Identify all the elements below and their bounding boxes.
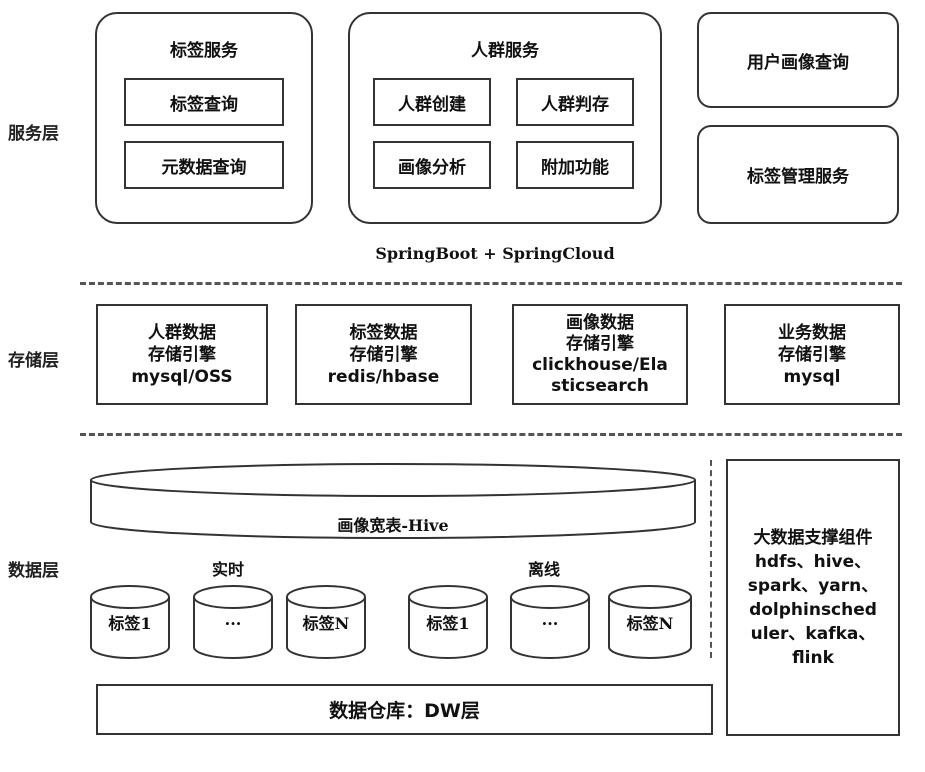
user-profile-query-box: 用户画像查询 — [697, 12, 899, 108]
tag-management-box: 标签管理服务 — [697, 125, 899, 224]
tag-storage-role: 存储引擎 — [349, 344, 418, 365]
crowd-storage-engine: 人群数据 存储引擎 mysql/OSS — [96, 304, 268, 405]
offline-tag-1-cylinder — [408, 585, 488, 659]
data-warehouse-box: 数据仓库：DW层 — [96, 684, 713, 735]
offline-tag-ellipsis-label: ... — [541, 610, 559, 629]
crowd-create-box: 人群创建 — [373, 78, 491, 126]
framework-label: SpringBoot + SpringCloud — [375, 244, 615, 263]
business-storage-tech: mysql — [783, 366, 841, 387]
tag-storage-name: 标签数据 — [349, 322, 418, 343]
support-divider — [710, 460, 712, 658]
business-storage-name: 业务数据 — [778, 322, 846, 343]
realtime-tag-1-cylinder — [90, 585, 170, 659]
profile-analysis-box: 画像分析 — [373, 141, 491, 189]
crowd-service-title: 人群服务 — [471, 41, 539, 61]
crowd-storage-tech: mysql/OSS — [131, 366, 233, 387]
tag-storage-engine: 标签数据 存储引擎 redis/hbase — [295, 304, 472, 405]
profile-storage-engine: 画像数据 存储引擎 clickhouse/Ela sticsearch — [512, 304, 688, 405]
bigdata-support-box: 大数据支撑组件 hdfs、hive、 spark、yarn、 dolphinsc… — [726, 459, 900, 736]
tag-storage-tech: redis/hbase — [327, 366, 440, 387]
realtime-tag-ellipsis-label: ... — [224, 610, 242, 629]
realtime-tag-n-cylinder — [286, 585, 366, 659]
realtime-tag-ellipsis-cylinder — [193, 585, 273, 659]
data-layer-label: 数据层 — [8, 561, 59, 581]
crowd-storage-name: 人群数据 — [148, 322, 216, 343]
storage-layer-label: 存储层 — [8, 351, 59, 371]
crowd-storage-role: 存储引擎 — [148, 344, 216, 365]
offline-tag-ellipsis-cylinder — [510, 585, 590, 659]
realtime-label: 实时 — [212, 560, 245, 579]
offline-tag-1-label: 标签1 — [426, 614, 470, 633]
wide-table-label: 画像宽表-Hive — [337, 516, 449, 535]
profile-storage-tech-cont: sticsearch — [551, 375, 649, 396]
service-layer-label: 服务层 — [8, 124, 59, 144]
metadata-query-box: 元数据查询 — [124, 141, 284, 189]
crowd-check-box: 人群判存 — [516, 78, 634, 126]
tag-service-title: 标签服务 — [170, 41, 238, 61]
tag-query-box: 标签查询 — [124, 78, 284, 126]
realtime-tag-1-label: 标签1 — [108, 614, 152, 633]
support-title: 大数据支撑组件 — [753, 527, 873, 548]
business-storage-engine: 业务数据 存储引擎 mysql — [724, 304, 900, 405]
profile-storage-role: 存储引擎 — [566, 333, 634, 354]
profile-storage-tech: clickhouse/Ela — [532, 354, 668, 375]
realtime-tag-n-label: 标签N — [302, 614, 350, 633]
service-storage-divider — [80, 282, 902, 285]
offline-label: 离线 — [528, 560, 561, 579]
support-line-2: spark、yarn、 — [747, 575, 879, 596]
profile-storage-name: 画像数据 — [566, 312, 634, 333]
offline-tag-n-cylinder — [608, 585, 692, 659]
extra-features-box: 附加功能 — [516, 141, 634, 189]
business-storage-role: 存储引擎 — [778, 344, 846, 365]
support-line-4: uler、kafka、 — [750, 623, 876, 644]
storage-data-divider — [80, 433, 902, 436]
support-line-3: dolphinsched — [749, 599, 877, 620]
offline-tag-n-label: 标签N — [626, 614, 674, 633]
wide-table-cylinder — [90, 463, 696, 539]
support-line-1: hdfs、hive、 — [754, 551, 872, 572]
support-line-5: flink — [792, 647, 834, 668]
